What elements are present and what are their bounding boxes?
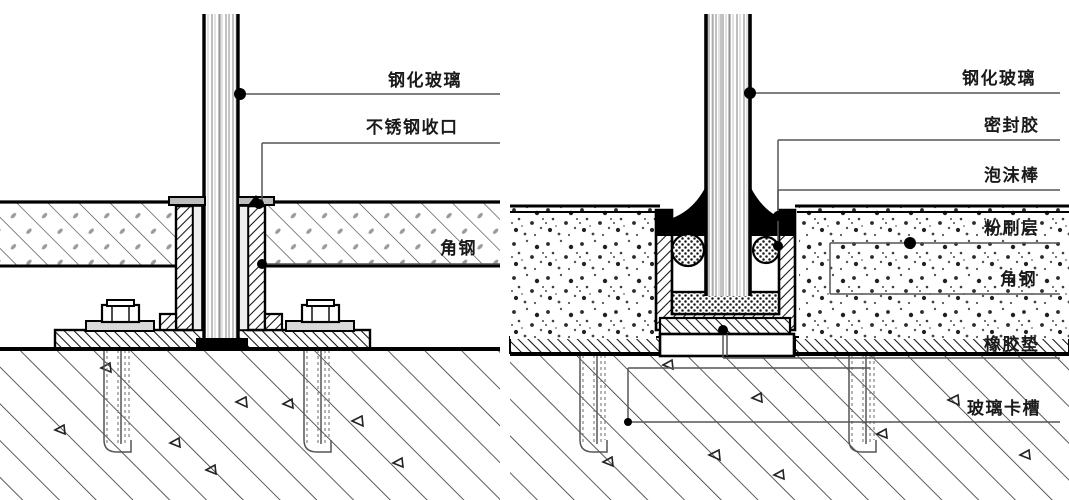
plaster-layer-right xyxy=(510,204,1069,339)
right-detail-drawing: 钢化玻璃 密封胶 泡沫棒 粉刷层 角钢 橡胶垫 玻璃卡槽 xyxy=(509,14,1069,500)
hex-nut-left-1 xyxy=(85,299,155,332)
aggregate-marks-left xyxy=(53,361,404,476)
slab-edges-left xyxy=(0,200,500,268)
anchor-bolt-right-1 xyxy=(579,355,608,453)
label-angle-steel-left: 角钢 xyxy=(440,238,477,259)
label-stainless-trim-left: 不锈钢收口 xyxy=(366,117,459,138)
label-tempered-glass-right: 钢化玻璃 xyxy=(962,68,1036,89)
anchor-bolt-right-2 xyxy=(848,355,877,453)
concrete-slab-left xyxy=(0,203,500,265)
label-glass-channel-right: 玻璃卡槽 xyxy=(967,398,1041,419)
anchor-bolt-left-1 xyxy=(103,350,132,453)
right-leader-lines xyxy=(627,92,1060,423)
label-angle-steel-right: 角钢 xyxy=(1000,269,1037,290)
tempered-glass-panel-left xyxy=(202,14,240,344)
aggregate-marks-right xyxy=(601,358,1031,481)
label-rubber-pad-right: 橡胶垫 xyxy=(984,334,1040,355)
right-leader-dots xyxy=(624,87,916,426)
structural-concrete-left xyxy=(0,348,500,500)
angle-steel-left-side xyxy=(158,204,203,332)
left-leader-lines xyxy=(240,93,500,265)
structural-concrete-right xyxy=(510,355,1069,500)
label-foam-rod-right: 泡沫棒 xyxy=(984,165,1040,186)
tempered-glass-panel-right xyxy=(704,14,752,296)
label-plaster-layer-right: 粉刷层 xyxy=(984,218,1040,239)
glass-channel-box-right xyxy=(658,332,796,358)
label-tempered-glass-left: 钢化玻璃 xyxy=(388,70,462,91)
hex-nut-left-2 xyxy=(285,299,355,332)
foam-backer-rod-right xyxy=(670,232,781,268)
left-detail-drawing: 钢化玻璃 不锈钢收口 角钢 xyxy=(0,14,500,500)
sealant-fillet-right xyxy=(656,186,795,236)
anchor-bolt-left-2 xyxy=(303,350,332,453)
label-sealant-right: 密封胶 xyxy=(984,115,1040,136)
left-leader-dots xyxy=(234,88,267,269)
